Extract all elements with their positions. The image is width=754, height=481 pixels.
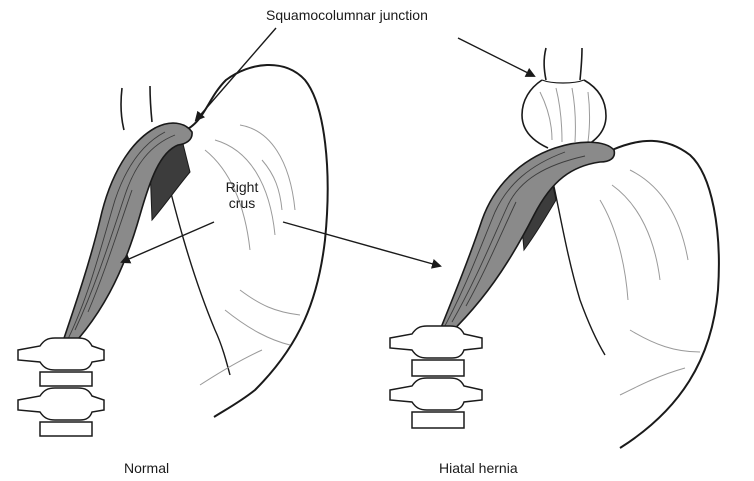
hernia-pouch-folds (540, 88, 590, 142)
hernia-gastric-folds (600, 170, 700, 395)
hernia-stomach-inner (548, 160, 605, 355)
normal-vertebrae (18, 338, 104, 436)
normal-esophagus (121, 86, 152, 130)
right-crus-label: Right crus (218, 179, 266, 211)
hernia-esophagus (544, 48, 582, 80)
hernia-pouch (522, 80, 606, 148)
hernia-anatomy (390, 48, 719, 448)
normal-stomach (186, 65, 328, 417)
hernia-junction-line (542, 80, 584, 83)
arrow-crus-hernia (283, 222, 440, 266)
arrow-junction-normal (196, 28, 276, 120)
junction-label: Squamocolumnar junction (266, 7, 428, 23)
normal-gastric-folds (200, 125, 300, 385)
normal-anatomy (18, 65, 328, 436)
normal-caption: Normal (124, 460, 169, 476)
hernia-vertebrae (390, 326, 482, 428)
arrow-junction-hernia (458, 38, 534, 76)
hiatal-hernia-caption: Hiatal hernia (439, 460, 518, 476)
